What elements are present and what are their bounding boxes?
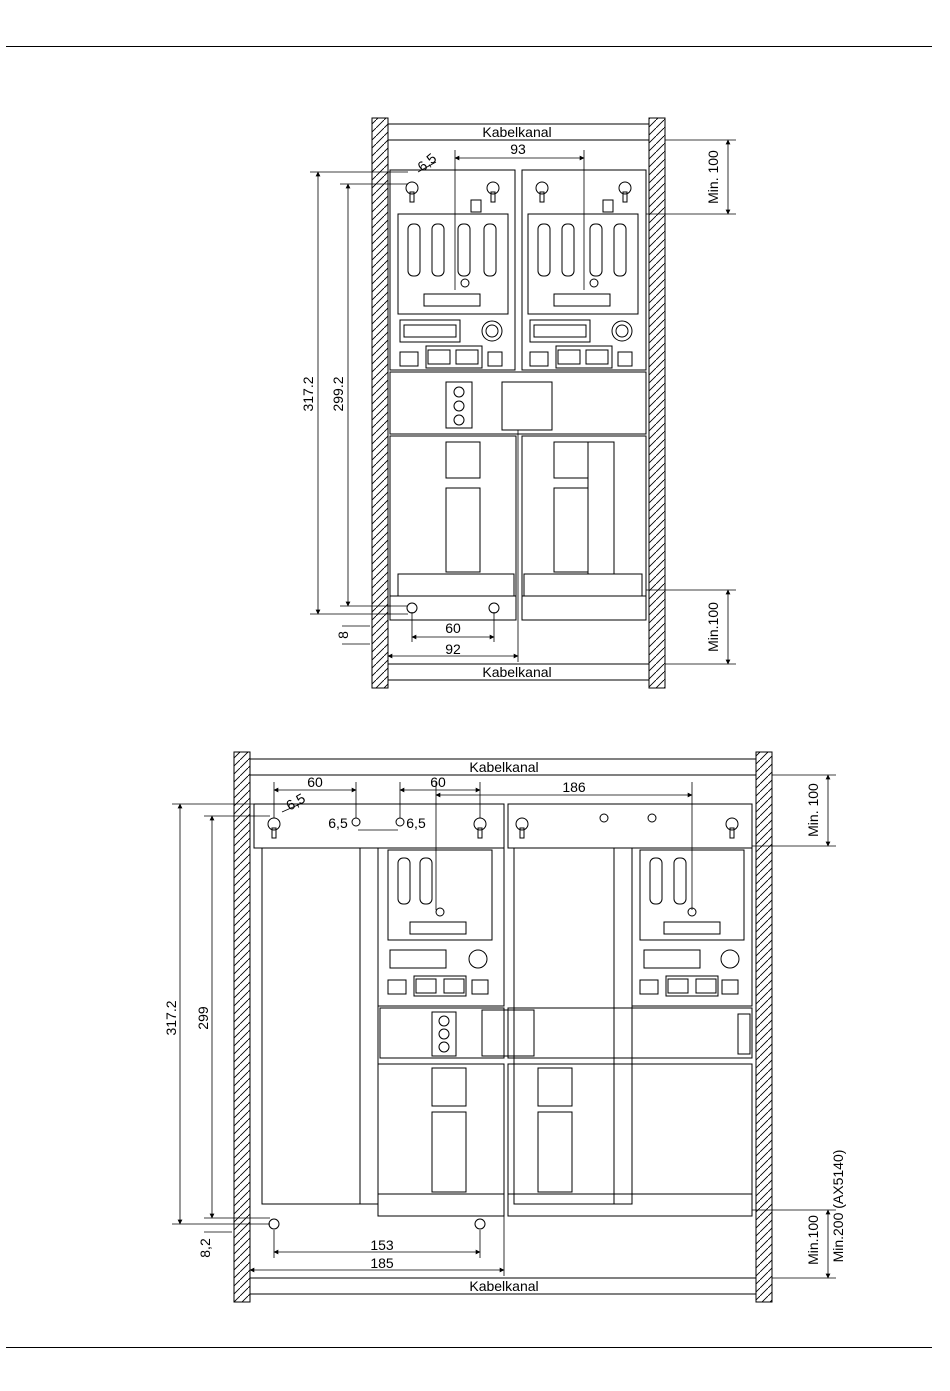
bottom-clearance-top: Min. 100 (805, 783, 821, 837)
top-left-wall (372, 118, 388, 688)
bottom-figure (172, 752, 836, 1302)
top-cable-duct-bottom-label: Kabelkanal (482, 664, 551, 680)
top-module-left (390, 170, 515, 370)
bottom-clearance-bottom: Min.100 (805, 1215, 821, 1265)
bottom-left-wall (234, 752, 250, 1302)
bottom-dim-299: 299 (195, 1006, 211, 1030)
bottom-dim-60-left: 60 (307, 774, 323, 790)
top-clearance-bottom: Min.100 (705, 602, 721, 652)
bottom-right-wall (756, 752, 772, 1302)
bottom-dim-6-5-a: 6,5 (328, 815, 348, 831)
bottom-dim-8-2: 8,2 (197, 1238, 213, 1258)
top-dim-92: 92 (445, 641, 461, 657)
bottom-dim-153: 153 (370, 1237, 394, 1253)
top-cable-duct-top-label: Kabelkanal (482, 124, 551, 140)
bottom-right-module (508, 804, 752, 1216)
bottom-dim-6-5-b: 6,5 (406, 815, 426, 831)
bottom-dim-60-right: 60 (430, 774, 446, 790)
top-dim-317-2: 317.2 (300, 376, 316, 411)
top-dim-8: 8 (335, 631, 351, 639)
bottom-clearance-bottom-alt: Min.200 (AX5140) (830, 1150, 846, 1263)
top-clearance-top: Min. 100 (705, 150, 721, 204)
top-figure (310, 118, 736, 688)
bottom-dim-317-2: 317.2 (163, 1000, 179, 1035)
top-right-wall (649, 118, 665, 688)
top-dim-299-2: 299.2 (330, 376, 346, 411)
top-dim-60: 60 (445, 620, 461, 636)
bottom-left-module (254, 804, 534, 1229)
bottom-dim-185: 185 (370, 1255, 394, 1271)
bottom-dim-186: 186 (562, 779, 586, 795)
top-dim-93: 93 (510, 141, 526, 157)
bottom-cable-duct-top-label: Kabelkanal (469, 759, 538, 775)
top-dim-6-5: 6,5 (414, 150, 439, 175)
bottom-cable-duct-bottom-label: Kabelkanal (469, 1278, 538, 1294)
